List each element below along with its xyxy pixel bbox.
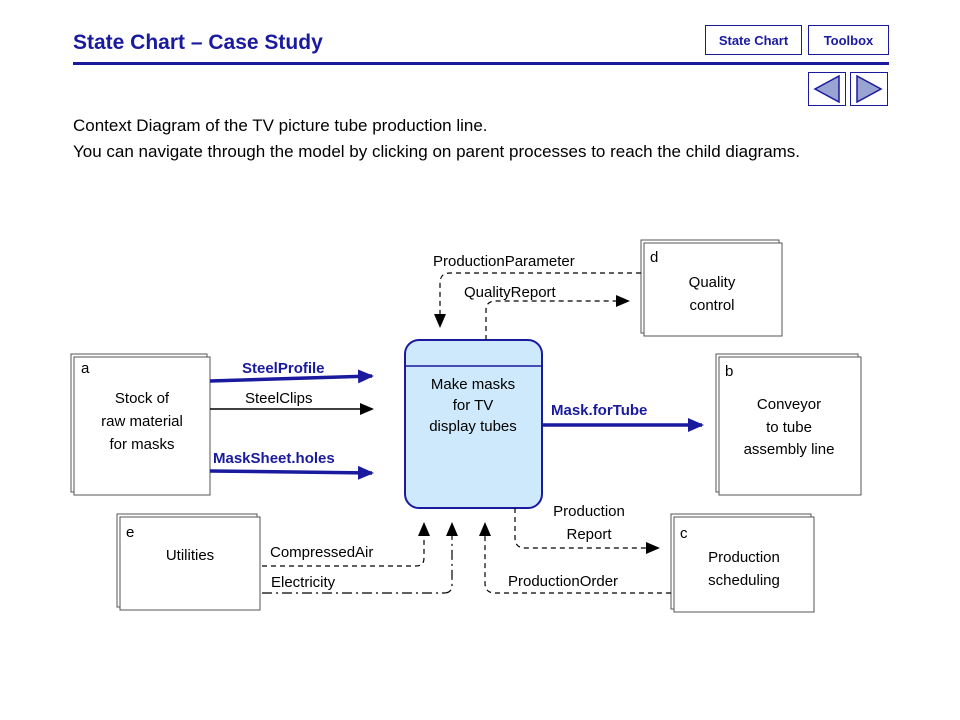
entity-a-stock-of-raw-material[interactable]: a Stock of raw material for masks <box>70 353 211 496</box>
entity-d-line-1: Quality <box>689 274 736 291</box>
entity-c-production-scheduling[interactable]: c Production scheduling <box>670 513 815 613</box>
next-button[interactable] <box>850 72 888 106</box>
right-triangle-icon <box>856 74 883 104</box>
page-title: State Chart – Case Study <box>73 31 323 54</box>
flow-electricity[interactable]: Electricity <box>262 522 458 594</box>
flow-steel-profile[interactable]: SteelProfile <box>209 360 374 384</box>
flow-mask-for-tube-label: Mask.forTube <box>551 402 647 419</box>
entity-a-line-3: for masks <box>109 436 174 453</box>
flow-steel-clips[interactable]: SteelClips <box>210 390 374 415</box>
flow-steel-clips-label: SteelClips <box>245 390 313 407</box>
flow-production-order[interactable]: ProductionOrder <box>479 522 671 594</box>
flow-mask-sheet-holes-label: MaskSheet.holes <box>213 450 335 467</box>
entity-b-id: b <box>725 363 733 380</box>
process-line-3: display tubes <box>429 418 517 435</box>
entity-c-id: c <box>680 525 688 542</box>
toolbox-button[interactable]: Toolbox <box>808 25 889 55</box>
process-line-1: Make masks <box>431 376 515 393</box>
flow-compressed-air-label: CompressedAir <box>270 544 373 561</box>
title-divider <box>73 62 889 65</box>
entity-d-quality-control[interactable]: d Quality control <box>640 239 783 337</box>
entity-d-line-2: control <box>689 297 734 314</box>
flow-production-report-label-2: Report <box>566 526 612 543</box>
flow-mask-sheet-holes[interactable]: MaskSheet.holes <box>209 450 374 480</box>
flow-production-report-label-1: Production <box>553 503 625 520</box>
entity-a-line-1: Stock of <box>115 390 170 407</box>
entity-b-conveyor[interactable]: b Conveyor to tube assembly line <box>715 353 862 496</box>
entity-b-line-2: to tube <box>766 419 812 436</box>
flow-mask-for-tube[interactable]: Mask.forTube <box>542 402 704 432</box>
entity-c-line-2: scheduling <box>708 572 780 589</box>
left-triangle-icon <box>813 74 840 104</box>
entity-e-line-1: Utilities <box>166 547 214 564</box>
process-line-2: for TV <box>453 397 494 414</box>
intro-line-1: Context Diagram of the TV picture tube p… <box>73 116 488 135</box>
entity-e-id: e <box>126 524 134 541</box>
intro-text: Context Diagram of the TV picture tube p… <box>73 113 873 165</box>
entity-c-line-1: Production <box>708 549 780 566</box>
central-process-make-masks[interactable]: Make masks for TV display tubes <box>404 339 543 509</box>
flow-quality-report-label: QualityReport <box>464 284 557 301</box>
intro-line-2: You can navigate through the model by cl… <box>73 142 801 161</box>
flow-compressed-air[interactable]: CompressedAir <box>262 522 430 567</box>
entity-b-line-3: assembly line <box>744 441 835 458</box>
flow-electricity-label: Electricity <box>271 574 336 591</box>
entity-a-line-2: raw material <box>101 413 183 430</box>
entity-b-line-1: Conveyor <box>757 396 821 413</box>
flow-production-order-label: ProductionOrder <box>508 573 618 590</box>
entity-a-id: a <box>81 360 90 377</box>
previous-button[interactable] <box>808 72 846 106</box>
state-chart-button[interactable]: State Chart <box>705 25 802 55</box>
flow-production-parameter[interactable]: ProductionParameter <box>433 253 641 328</box>
entity-d-id: d <box>650 249 658 266</box>
flow-production-parameter-label: ProductionParameter <box>433 253 575 270</box>
flow-steel-profile-label: SteelProfile <box>242 360 325 377</box>
flow-production-report[interactable]: Production Report <box>514 503 660 554</box>
flow-quality-report[interactable]: QualityReport <box>464 284 630 340</box>
entity-e-utilities[interactable]: e Utilities <box>116 513 261 611</box>
